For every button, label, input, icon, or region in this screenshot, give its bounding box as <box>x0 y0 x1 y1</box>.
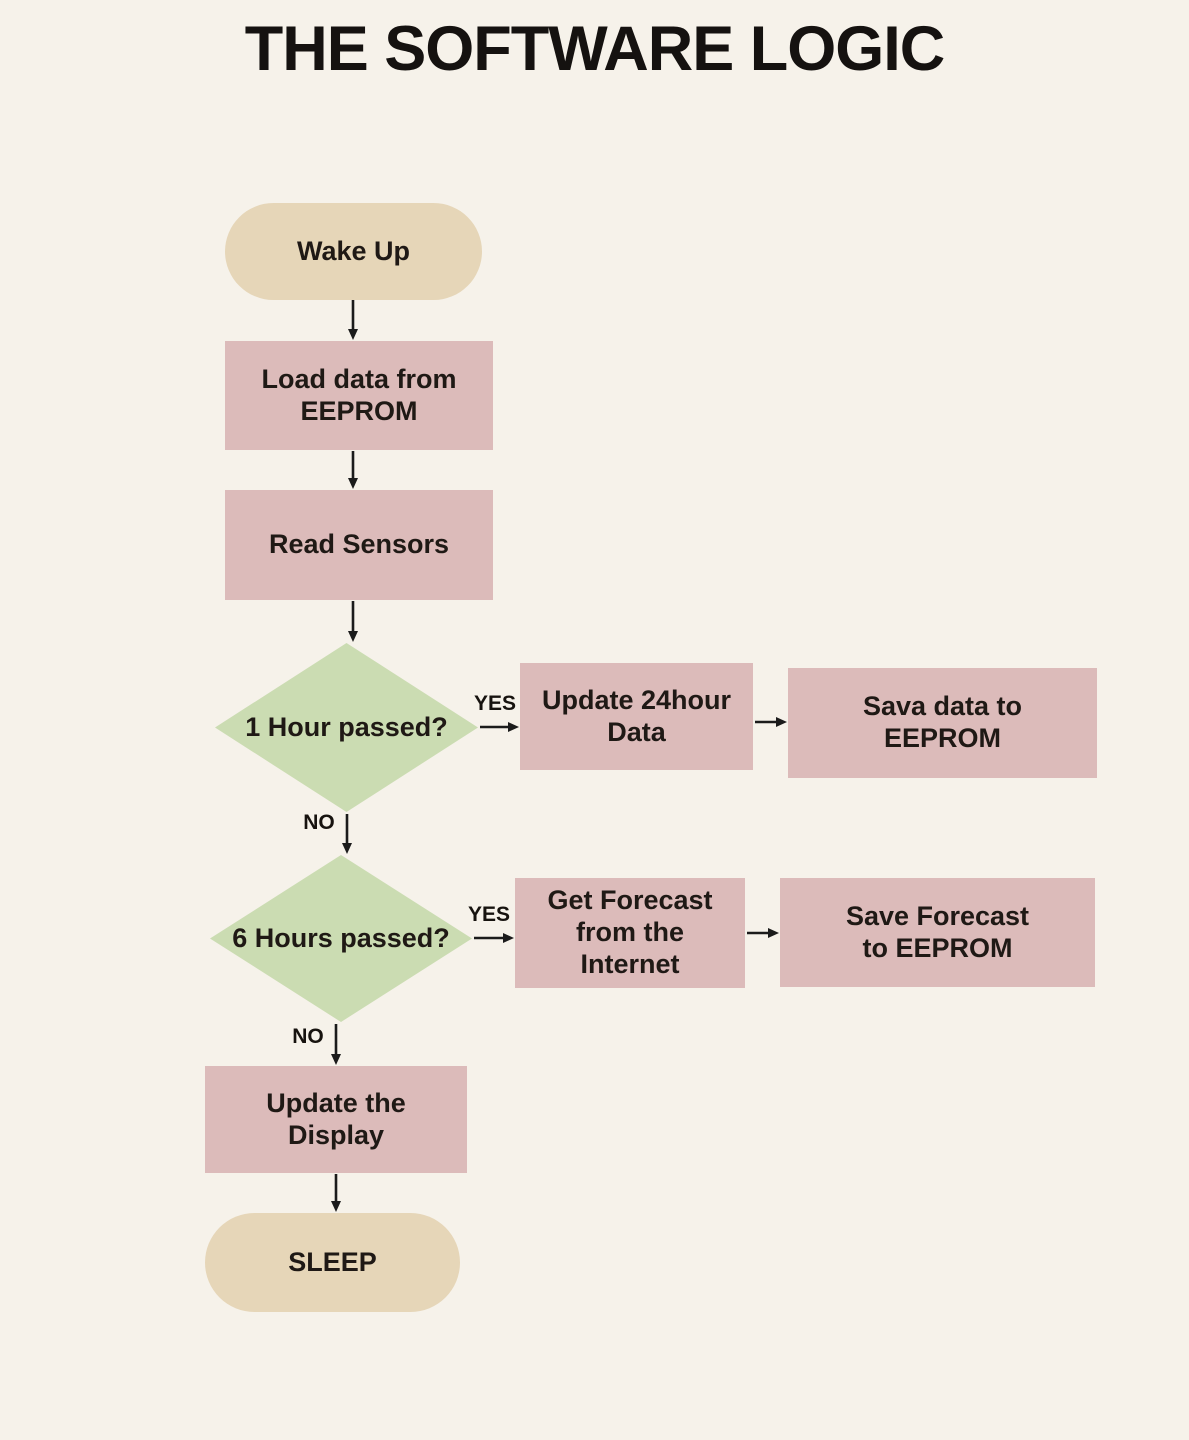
edge-label-sixhours-yes: YES <box>468 903 511 926</box>
node-get-forecast-label: Get Forecast from the Internet <box>547 885 713 979</box>
node-read-sensors-label: Read Sensors <box>268 529 450 560</box>
node-wake-up-label: Wake Up <box>296 235 411 266</box>
node-sleep-label: SLEEP <box>288 1246 377 1277</box>
node-update-display: Update the Display <box>205 1066 467 1173</box>
edge-label-hour-no: NO <box>303 811 335 834</box>
node-update-24h: Update 24hour Data <box>520 663 753 770</box>
node-load-eeprom-label: Load data from EEPROM <box>261 363 457 426</box>
node-save-forecast-label: Save Forecast to EEPROM <box>845 900 1030 963</box>
node-sleep: SLEEP <box>205 1213 460 1312</box>
node-load-eeprom: Load data from EEPROM <box>225 341 493 450</box>
node-read-sensors: Read Sensors <box>225 490 493 600</box>
node-save-data-label: Sava data to EEPROM <box>862 691 1023 753</box>
node-six-hours: 6 Hours passed? <box>210 855 472 1022</box>
node-wake-up: Wake Up <box>225 203 482 300</box>
node-hour-passed-label: 1 Hour passed? <box>245 711 448 742</box>
node-six-hours-label: 6 Hours passed? <box>232 922 450 953</box>
node-get-forecast: Get Forecast from the Internet <box>515 878 745 988</box>
node-save-data: Sava data to EEPROM <box>788 668 1097 778</box>
edge-label-sixhours-no: NO <box>292 1025 324 1048</box>
node-update-display-label: Update the Display <box>266 1087 406 1150</box>
edge-label-hour-yes: YES <box>474 692 517 715</box>
node-update-24h-label: Update 24hour Data <box>541 684 732 747</box>
node-save-forecast: Save Forecast to EEPROM <box>780 878 1095 987</box>
page-title: THE SOFTWARE LOGIC <box>244 14 946 84</box>
node-hour-passed: 1 Hour passed? <box>215 643 478 812</box>
